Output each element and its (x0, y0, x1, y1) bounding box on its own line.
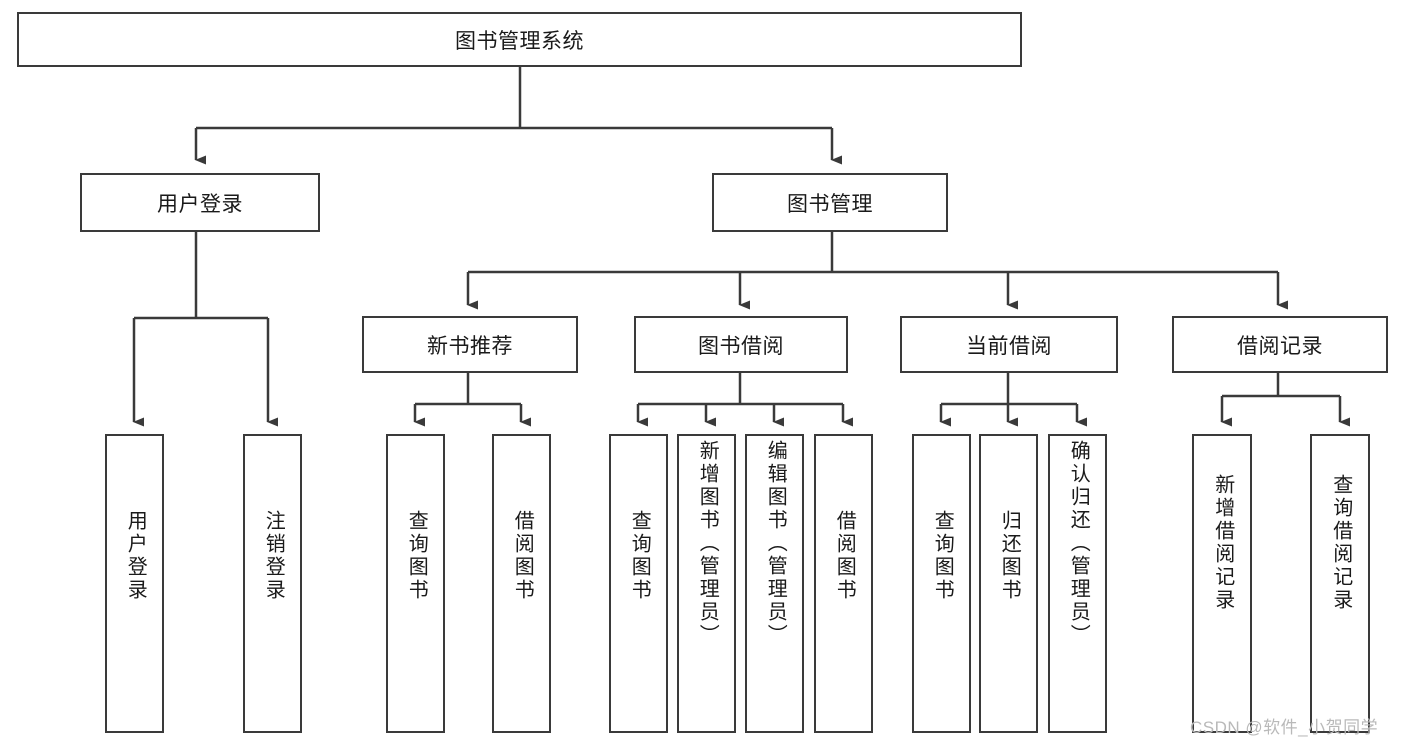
leaf-logout-login[interactable]: 注销登录 (243, 434, 302, 733)
leaf-query-book-current[interactable]: 查询图书 (912, 434, 971, 733)
leaf-query-book-borrow[interactable]: 查询图书 (609, 434, 668, 733)
node-borrow-record[interactable]: 借阅记录 (1172, 316, 1388, 373)
leaf-query-borrow-record[interactable]: 查询借阅记录 (1310, 434, 1370, 733)
node-label: 图书管理 (787, 192, 873, 216)
leaf-return-book[interactable]: 归还图书 (979, 434, 1038, 733)
node-label: 图书管理系统 (455, 29, 584, 53)
node-label: 借阅图书 (511, 510, 534, 602)
node-root-system[interactable]: 图书管理系统 (17, 12, 1022, 67)
leaf-user-login[interactable]: 用户登录 (105, 434, 164, 733)
node-label: 查询图书 (931, 510, 954, 602)
node-label: 图书借阅 (698, 334, 784, 358)
node-label: 编辑图书（管理员） (764, 440, 787, 647)
leaf-query-book-new[interactable]: 查询图书 (386, 434, 445, 733)
node-book-management[interactable]: 图书管理 (712, 173, 948, 232)
node-label: 新增借阅记录 (1211, 474, 1234, 612)
node-label: 确认归还（管理员） (1067, 440, 1090, 647)
node-label: 新增图书（管理员） (696, 440, 719, 647)
leaf-add-book-admin[interactable]: 新增图书（管理员） (677, 434, 736, 733)
node-label: 查询借阅记录 (1329, 474, 1352, 612)
node-label: 查询图书 (405, 510, 428, 602)
node-current-borrow[interactable]: 当前借阅 (900, 316, 1118, 373)
node-label: 借阅记录 (1237, 334, 1323, 358)
watermark-text: CSDN @软件_小贺同学 (1190, 718, 1379, 737)
node-label: 用户登录 (124, 510, 147, 602)
node-label: 当前借阅 (966, 334, 1052, 358)
node-new-book-recommend[interactable]: 新书推荐 (362, 316, 578, 373)
leaf-edit-book-admin[interactable]: 编辑图书（管理员） (745, 434, 804, 733)
leaf-borrow-book-new[interactable]: 借阅图书 (492, 434, 551, 733)
node-label: 借阅图书 (833, 510, 856, 602)
node-user-login[interactable]: 用户登录 (80, 173, 320, 232)
leaf-add-borrow-record[interactable]: 新增借阅记录 (1192, 434, 1252, 733)
node-label: 查询图书 (628, 510, 651, 602)
node-label: 注销登录 (262, 510, 285, 602)
node-label: 用户登录 (157, 192, 243, 216)
node-label: 新书推荐 (427, 334, 513, 358)
leaf-confirm-return-admin[interactable]: 确认归还（管理员） (1048, 434, 1107, 733)
node-label: 归还图书 (998, 510, 1021, 602)
node-book-borrow[interactable]: 图书借阅 (634, 316, 848, 373)
leaf-borrow-book[interactable]: 借阅图书 (814, 434, 873, 733)
